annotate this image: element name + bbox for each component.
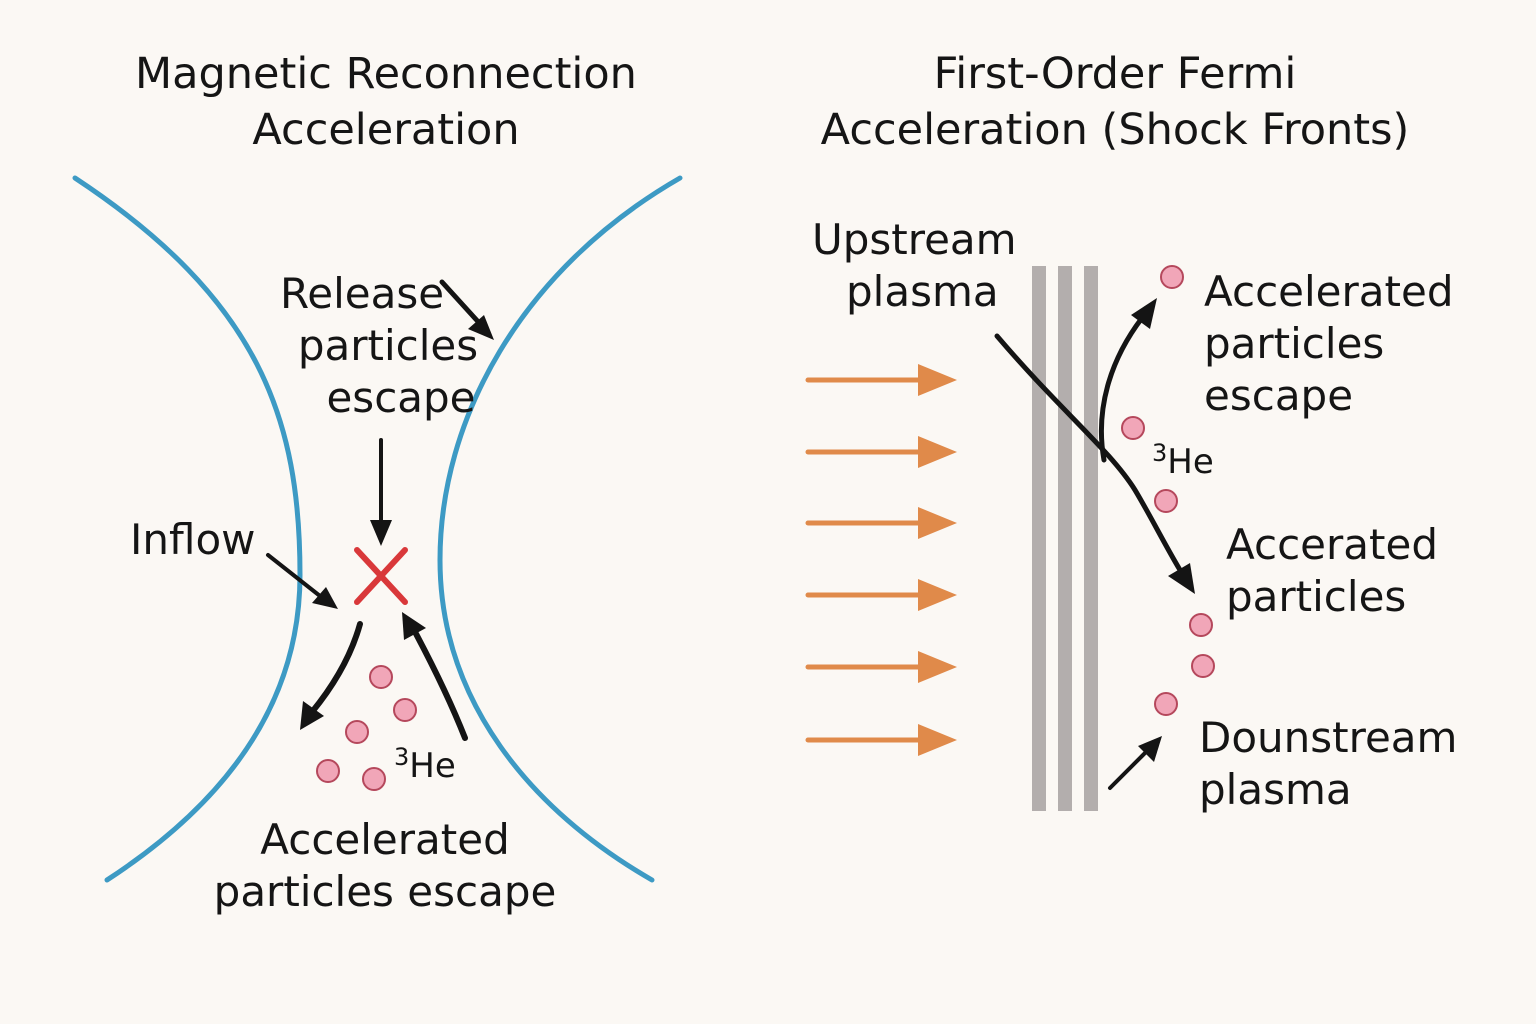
inflow-arrow <box>266 553 338 609</box>
shock-front-bar <box>1032 266 1046 811</box>
he3-label-left: 3He <box>394 740 456 792</box>
plasma-flow-arrows <box>805 364 957 756</box>
downstream-plasma-label: Dounstream plasma <box>1199 712 1457 816</box>
field-line-left <box>72 175 303 883</box>
inflow-label: Inflow <box>130 515 256 564</box>
plasma-arrow <box>805 507 957 539</box>
downstream-arrow <box>1108 736 1162 790</box>
x-mark-icon <box>354 547 408 605</box>
plasma-arrow <box>805 364 957 396</box>
plasma-arrow <box>805 436 957 468</box>
plasma-arrow <box>805 724 957 756</box>
right-panel-title: First-Order Fermi Acceleration (Shock Fr… <box>790 46 1440 158</box>
he-symbol: He <box>409 746 456 786</box>
accerated-line2: particles <box>1226 572 1407 621</box>
shock-front-bar <box>1058 266 1072 811</box>
release-line2: particles <box>297 321 479 370</box>
accelerated-particles-label-left: Accelerated particles escape <box>180 814 590 918</box>
particles-left <box>316 665 417 791</box>
release-label: Release particles escape <box>268 268 508 424</box>
particle <box>1154 692 1178 716</box>
particle <box>362 767 386 791</box>
particle <box>369 665 393 689</box>
right-title-line1: First-Order Fermi <box>933 49 1297 99</box>
crossing-arrow <box>994 333 1195 594</box>
shock-front <box>1032 266 1098 811</box>
accel-escape-line2: particles <box>1204 319 1385 368</box>
upstream-line1: Upstream <box>812 215 1017 264</box>
outflow-arrow-left <box>300 621 363 730</box>
upstream-line2: plasma <box>846 267 999 316</box>
field-line-right <box>437 175 683 883</box>
down-arrow-to-x <box>370 438 392 546</box>
escape-arrow-up <box>1099 298 1157 463</box>
accelerated-line1: Accelerated <box>260 815 510 864</box>
particle <box>1160 265 1184 289</box>
accelerated-line2: particles escape <box>213 867 557 916</box>
left-panel-title: Magnetic Reconnection Acceleration <box>86 46 686 158</box>
particle <box>1121 416 1145 440</box>
downstream-line2: plasma <box>1199 765 1352 814</box>
left-title-line1: Magnetic Reconnection <box>135 49 637 99</box>
particle <box>345 720 369 744</box>
particle <box>1191 654 1215 678</box>
he-symbol: He <box>1167 442 1214 482</box>
shock-front-bar <box>1084 266 1098 811</box>
accerated-particles-label: Accerated particles <box>1226 519 1438 623</box>
particles-right <box>1121 265 1215 716</box>
particle <box>316 759 340 783</box>
upstream-plasma-label: Upstream plasma <box>812 214 1017 318</box>
downstream-line1: Dounstream <box>1199 713 1458 762</box>
release-line3: escape <box>326 373 476 422</box>
particle <box>393 698 417 722</box>
he3-label-right: 3He <box>1152 436 1214 488</box>
accelerated-escape-label-right: Accelerated particles escape <box>1204 266 1454 422</box>
accel-escape-line1: Accelerated <box>1204 267 1454 316</box>
particle <box>1154 489 1178 513</box>
he-mass-number: 3 <box>1152 439 1168 467</box>
accel-escape-line3: escape <box>1204 371 1354 420</box>
plasma-arrow <box>805 579 957 611</box>
left-title-line2: Acceleration <box>252 105 520 155</box>
plasma-arrow <box>805 651 957 683</box>
inflow-arrow-up <box>402 612 468 741</box>
he-mass-number: 3 <box>394 743 410 771</box>
accerated-line1: Accerated <box>1226 520 1438 569</box>
right-title-line2: Acceleration (Shock Fronts) <box>820 105 1410 155</box>
particle <box>1189 613 1213 637</box>
release-line1: Release <box>280 269 445 318</box>
release-arrow <box>439 279 494 340</box>
